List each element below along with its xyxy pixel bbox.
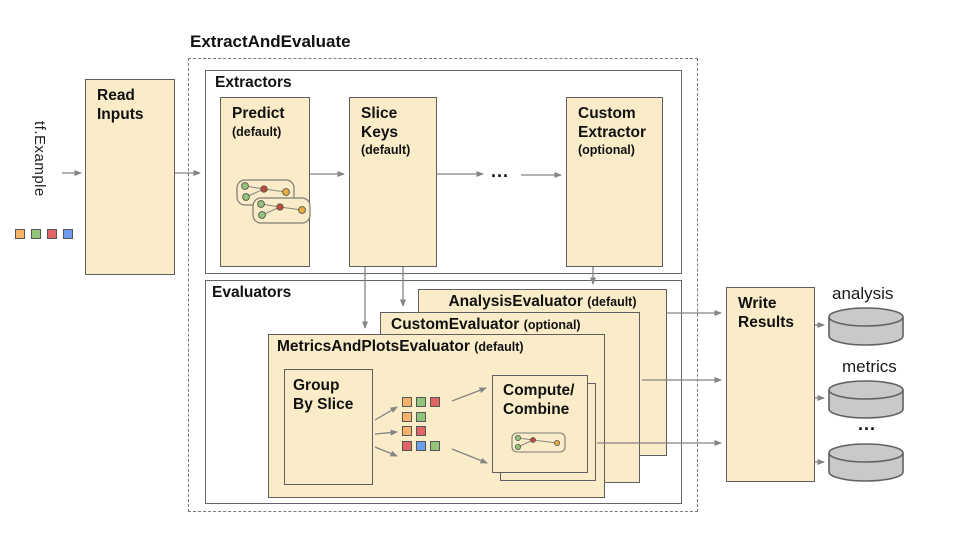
metrics-output-label: metrics	[842, 357, 897, 376]
group-by-slice-line: Group	[293, 377, 340, 394]
read-inputs-box: Read Inputs	[85, 79, 175, 275]
diagram-title: ExtractAndEvaluate	[190, 32, 351, 51]
group-by-slice-line: By Slice	[293, 395, 354, 413]
read-inputs-line: Inputs	[97, 105, 144, 123]
orange-square	[402, 426, 412, 436]
green-square	[416, 411, 426, 422]
slice-row	[402, 426, 440, 436]
red-square	[416, 426, 426, 436]
green-square	[31, 229, 41, 239]
blue-square	[416, 440, 426, 451]
slice-keys-qualifier: (default)	[361, 143, 411, 158]
slice-keys-extractor-box: Slice Keys (default)	[349, 97, 437, 267]
red-square	[430, 397, 440, 407]
red-square	[402, 440, 412, 451]
write-results-line: Results	[738, 313, 794, 331]
read-inputs-line: Read	[97, 87, 135, 104]
slice-row	[402, 397, 440, 407]
more-outputs-ellipsis: ...	[858, 414, 877, 434]
slice-keys-line: Slice	[361, 105, 398, 122]
custom-extractor-qualifier: (optional)	[578, 143, 635, 158]
custom-extractor-line: Custom	[578, 105, 636, 122]
compute-combine-line: Compute/	[503, 382, 575, 399]
write-results-line: Write	[738, 295, 777, 312]
custom-evaluator-title: CustomEvaluator (optional)	[391, 316, 639, 334]
metrics-evaluator-qualifier: (default)	[474, 340, 524, 354]
slice-row	[402, 440, 440, 451]
compute-combine-box: Compute/ Combine	[492, 375, 588, 473]
slice-row	[402, 411, 440, 422]
combine-graph-icon	[511, 432, 566, 453]
orange-square	[402, 397, 412, 407]
green-square	[416, 397, 426, 407]
blue-square	[63, 229, 73, 239]
extract-and-evaluate-boundary	[188, 58, 698, 512]
predict-extractor-box: Predict (default)	[220, 97, 311, 267]
group-by-slice-box: Group By Slice	[284, 369, 373, 485]
slice-keys-line: Keys	[361, 123, 399, 141]
custom-evaluator-name: CustomEvaluator	[391, 316, 520, 333]
analysis-output-label: analysis	[832, 284, 894, 303]
metrics-evaluator-name: MetricsAndPlotsEvaluator	[277, 338, 470, 355]
analysis-evaluator-qualifier: (default)	[587, 295, 637, 309]
evaluators-section-label: Evaluators	[212, 284, 292, 301]
red-square	[47, 229, 57, 239]
custom-evaluator-qualifier: (optional)	[523, 318, 581, 332]
analysis-evaluator-title: AnalysisEvaluator (default)	[419, 293, 666, 311]
predict-title: Predict	[232, 105, 285, 122]
analysis-evaluator-name: AnalysisEvaluator	[448, 293, 583, 310]
custom-extractor-line: Extractor	[578, 123, 647, 141]
sliced-examples-grid	[402, 397, 440, 455]
input-label: tf.Example	[31, 121, 48, 197]
write-results-box: Write Results	[726, 287, 815, 482]
other-output-database-icon	[828, 443, 904, 482]
more-extractors-ellipsis: ...	[491, 161, 510, 181]
metrics-database-icon	[828, 380, 904, 419]
compute-combine-line: Combine	[503, 400, 570, 418]
orange-square	[15, 229, 25, 239]
orange-square	[402, 411, 412, 422]
extractors-section-label: Extractors	[215, 74, 292, 91]
metrics-evaluator-title: MetricsAndPlotsEvaluator (default)	[277, 338, 604, 356]
analysis-database-icon	[828, 307, 904, 346]
green-square	[430, 440, 440, 451]
predict-qualifier: (default)	[232, 124, 282, 139]
custom-extractor-box: Custom Extractor (optional)	[566, 97, 663, 267]
model-graph-icon	[236, 179, 311, 224]
input-squares	[15, 229, 73, 239]
